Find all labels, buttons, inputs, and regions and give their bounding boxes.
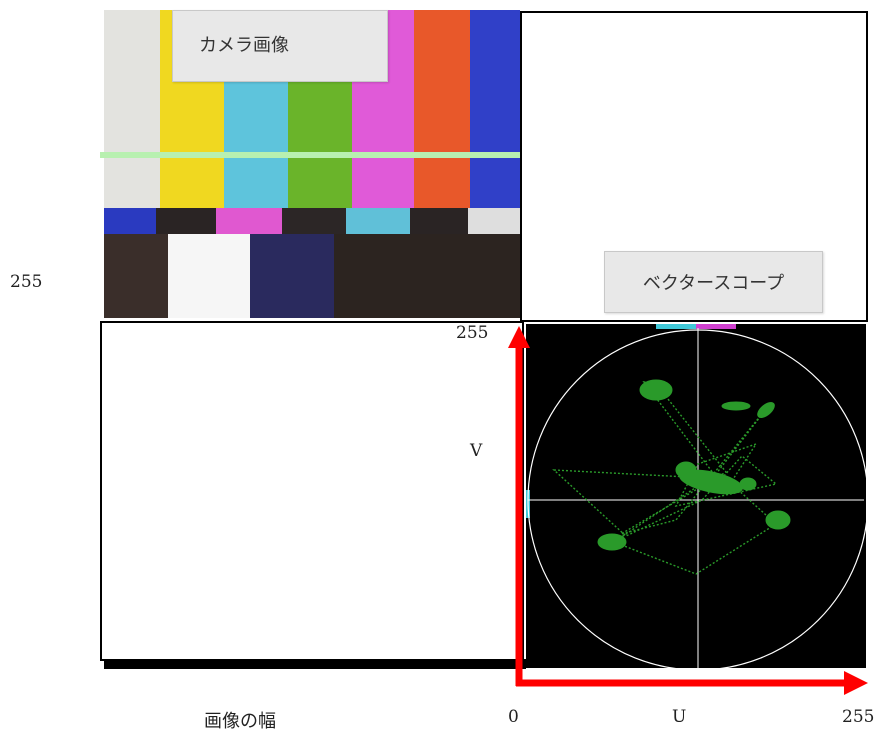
u-min-label: 0 xyxy=(508,707,519,727)
u-axis-arrowhead xyxy=(844,671,868,695)
reverse-bar-black2 xyxy=(282,208,346,234)
trace-blob-5 xyxy=(765,510,791,530)
trace-blob-4 xyxy=(597,533,627,551)
camera-image-label-text: カメラ画像 xyxy=(199,35,289,56)
trace-blob-7 xyxy=(675,461,697,479)
vectorscope-label-text: ベクタースコープ xyxy=(642,273,785,294)
reverse-bar-black3 xyxy=(410,208,468,234)
u-axis-label: U xyxy=(672,707,687,727)
reverse-bar-cyan xyxy=(346,208,410,234)
u-max-label: 255 xyxy=(842,707,875,727)
vectorscope xyxy=(526,324,869,671)
red-bar xyxy=(414,10,470,208)
trace-blob-3 xyxy=(721,401,751,411)
image-width-label: 画像の幅 xyxy=(204,711,276,732)
camera-image-label: カメラ画像 xyxy=(172,10,388,82)
blue-bar xyxy=(470,10,520,208)
reverse-bar-blue xyxy=(104,208,156,234)
uv-axes-arrows xyxy=(508,326,868,695)
waveform-frame xyxy=(100,321,524,661)
scan-line xyxy=(100,152,520,158)
vectorscope-label: ベクタースコープ xyxy=(604,251,823,313)
white-bar xyxy=(104,10,160,208)
scope-trace xyxy=(552,379,791,575)
pluge-dark xyxy=(104,234,168,318)
reverse-bar-black xyxy=(156,208,216,234)
trace-blob-1 xyxy=(639,379,673,401)
trace-blob-2 xyxy=(757,402,775,418)
pluge-navy xyxy=(250,234,334,318)
left-max-label: 255 xyxy=(10,272,43,292)
pluge-white xyxy=(168,234,250,318)
trace-blob-8 xyxy=(739,477,757,491)
vectorscope-graph xyxy=(526,324,869,671)
reverse-bar-white xyxy=(468,208,520,234)
v-axis-label: V xyxy=(470,441,483,461)
v-max-label: 255 xyxy=(456,323,489,343)
pluge-black xyxy=(334,234,520,318)
scope-top-strip-magenta xyxy=(696,324,736,329)
reverse-bar-magenta xyxy=(216,208,282,234)
frame-shadow xyxy=(104,659,526,669)
v-axis-arrowhead xyxy=(508,326,530,348)
